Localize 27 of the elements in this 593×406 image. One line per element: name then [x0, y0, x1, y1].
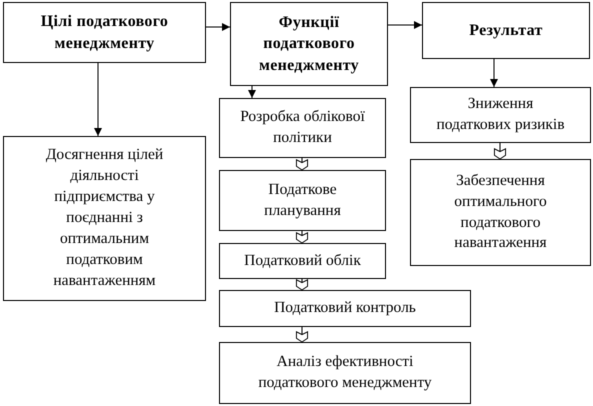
arrow — [94, 62, 102, 136]
header-box — [422, 2, 590, 59]
header-box — [230, 2, 388, 86]
process-box — [219, 290, 471, 327]
arrow — [206, 23, 230, 31]
process-box — [3, 136, 206, 301]
box-text: Цілі податкового менеджменту — [40, 12, 170, 54]
process-box — [219, 170, 386, 231]
process-box — [219, 98, 386, 158]
process-box — [219, 243, 386, 279]
arrow — [248, 86, 256, 98]
box-text: Розробка облікової політики — [239, 107, 366, 148]
process-box — [219, 342, 471, 404]
box-text: Податковий контроль — [274, 298, 416, 318]
process-box — [410, 159, 591, 266]
arrow — [490, 58, 498, 88]
header-box — [3, 2, 206, 63]
process-box — [410, 87, 591, 143]
box-text: Податковий облік — [244, 250, 361, 271]
box-text: Досягнення цілей діяльності підприємства у поєднанні з оптимальним податковим навантаженням — [44, 145, 164, 291]
box-text: Функції податкового менеджменту — [258, 12, 360, 76]
box-text: Забезпечення оптимального податкового навантаження — [453, 170, 548, 254]
arrow — [388, 21, 422, 29]
box-text: Аналіз ефективності податкового менеджменту — [257, 352, 433, 393]
box-text: Зниження податкових ризиків — [435, 94, 566, 135]
box-text: Податкове планування — [263, 180, 342, 220]
box-text: Результат — [469, 20, 543, 41]
